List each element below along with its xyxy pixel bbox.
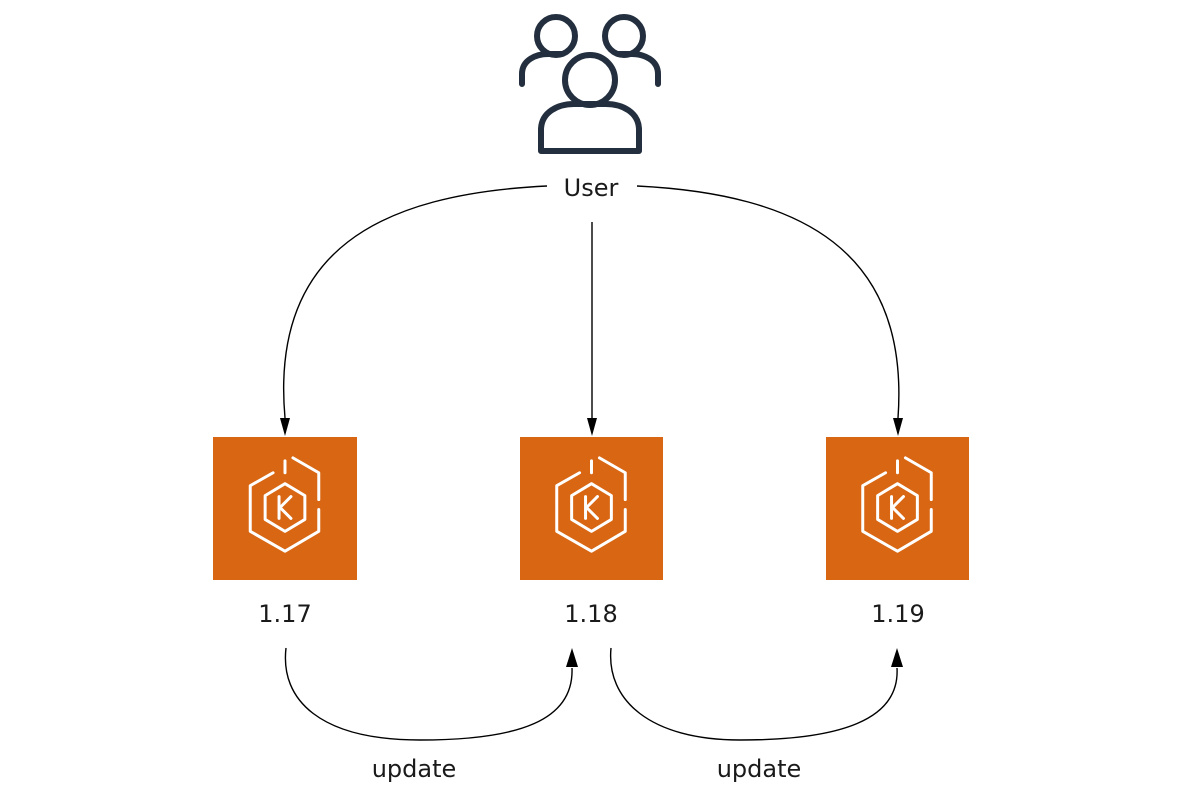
version-label: 1.18 (564, 600, 617, 628)
eks-cluster-1.17: 1.17 (213, 437, 357, 628)
amazon-eks-icon (520, 437, 663, 580)
update-label: update (717, 755, 802, 783)
amazon-eks-icon (213, 437, 357, 580)
update-label: update (372, 755, 457, 783)
user-to-1.18-connector (587, 222, 597, 436)
user-to-1.19-connector (636, 185, 903, 436)
eks-cluster-1.18: 1.18 (520, 437, 663, 628)
user-to-1.17-connector (280, 185, 548, 436)
user-label: User (564, 174, 619, 202)
update-1.17-to-1.18-connector (284, 647, 578, 741)
version-label: 1.19 (871, 600, 924, 628)
version-label: 1.17 (258, 600, 311, 628)
amazon-eks-icon (826, 437, 969, 580)
eks-cluster-1.19: 1.19 (826, 437, 969, 628)
users-group-icon (519, 14, 661, 154)
update-1.18-to-1.19-connector (609, 647, 903, 741)
